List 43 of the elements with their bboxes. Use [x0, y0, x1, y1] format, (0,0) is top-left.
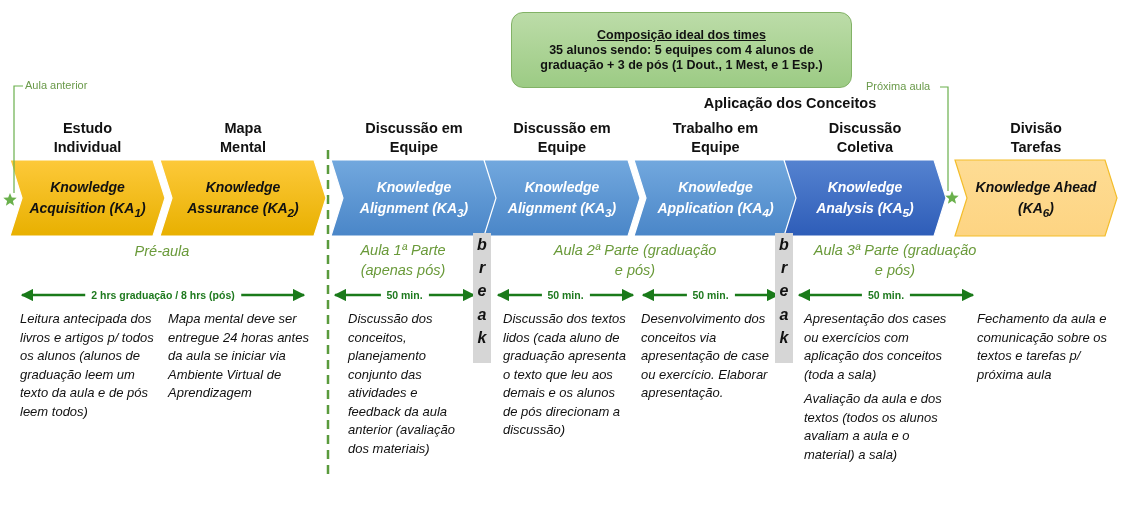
- break-bar: break: [473, 233, 491, 363]
- step-heading: Discussão Coletiva: [827, 119, 903, 157]
- description-text: Discussão dos conceitos, planejamento conjunto das atividades e feedback da aula anterior (avaliação dos materiais): [348, 310, 456, 458]
- leader-line: [939, 86, 949, 192]
- step-heading: Trabalho em Equipe: [671, 119, 760, 157]
- duration-label: 50 min.: [541, 288, 590, 302]
- chevron-text: Knowledge Analysis (KA$_{5}$): [815, 178, 915, 221]
- chevron-text: Knowledge Ahead (KA$_{6}$): [974, 178, 1098, 221]
- star-icon: [945, 191, 959, 204]
- star-icon: [3, 193, 17, 206]
- step-heading: Discussão em Equipe: [512, 119, 612, 157]
- description-text: Discussão dos textos lidos (cada aluno de graduação apresenta o texto que leu aos demais e os alunos de pós direcionam a discussão): [503, 310, 627, 439]
- team-composition-box: [511, 12, 852, 88]
- duration-label: 50 min.: [686, 288, 735, 302]
- phase-label: Aula 2ª Parte (graduação e pós): [552, 241, 718, 280]
- leader-line: [13, 85, 24, 194]
- step-heading: Divisão Tarefas: [1009, 119, 1063, 157]
- description-text: Apresentação dos cases ou exercícios com aplicação dos conceitos (toda a sala): [804, 310, 948, 384]
- description-text: Desenvolvimento dos conceitos via apresentação de case ou exercício. Elaborar apresentação.: [641, 310, 770, 402]
- duration-label: 50 min.: [380, 288, 429, 302]
- step-heading: Mapa Mental: [219, 119, 267, 157]
- section-title: Aplicação dos Conceitos: [702, 94, 878, 113]
- duration-label: 2 hrs graduação / 8 hrs (pós): [85, 288, 241, 302]
- chevron-text: Knowledge Alignment (KA$_{3}$): [358, 178, 470, 221]
- note-label: Próxima aula: [866, 80, 931, 92]
- step-heading: Estudo Individual: [52, 119, 123, 157]
- chevron-text: Knowledge Acquisition (KA$_{1}$): [28, 178, 147, 221]
- description-text: Mapa mental deve ser entregue 24 horas antes da aula se iniciar via Ambiente Virtual de Aprendizagem: [168, 310, 310, 402]
- box-heading: Composição ideal dos times: [597, 27, 766, 43]
- box-text: 35 alunos sendo: 5 equipes com 4 alunos de graduação + 3 de pós (1 Dout., 1 Mest, e 1 Esp.): [539, 42, 824, 73]
- chevron-text: Knowledge Application (KA$_{4}$): [656, 178, 775, 221]
- description-text: Leitura antecipada dos livros e artigos p/ todos os alunos (alunos de graduação leem um texto da aula e de pós leem todos): [20, 310, 155, 421]
- note-label: Aula anterior: [25, 79, 88, 91]
- break-bar: break: [775, 233, 793, 363]
- chevron-text: Knowledge Assurance (KA$_{2}$): [186, 178, 300, 221]
- duration-label: 50 min.: [861, 288, 911, 302]
- description-text: Fechamento da aula e comunicação sobre os textos e tarefas p/ próxima aula: [977, 310, 1109, 384]
- phase-label: Pré-aula: [133, 242, 191, 261]
- phase-label: Aula 3ª Parte (graduação e pós): [812, 241, 978, 280]
- phase-label: Aula 1ª Parte (apenas pós): [359, 241, 447, 280]
- step-heading: Discussão em Equipe: [364, 119, 464, 157]
- chevron-text: Knowledge Alignment (KA$_{3}$): [506, 178, 618, 221]
- description-text: Avaliação da aula e dos textos (todos os alunos avaliam a aula e o material) a sala): [804, 390, 943, 464]
